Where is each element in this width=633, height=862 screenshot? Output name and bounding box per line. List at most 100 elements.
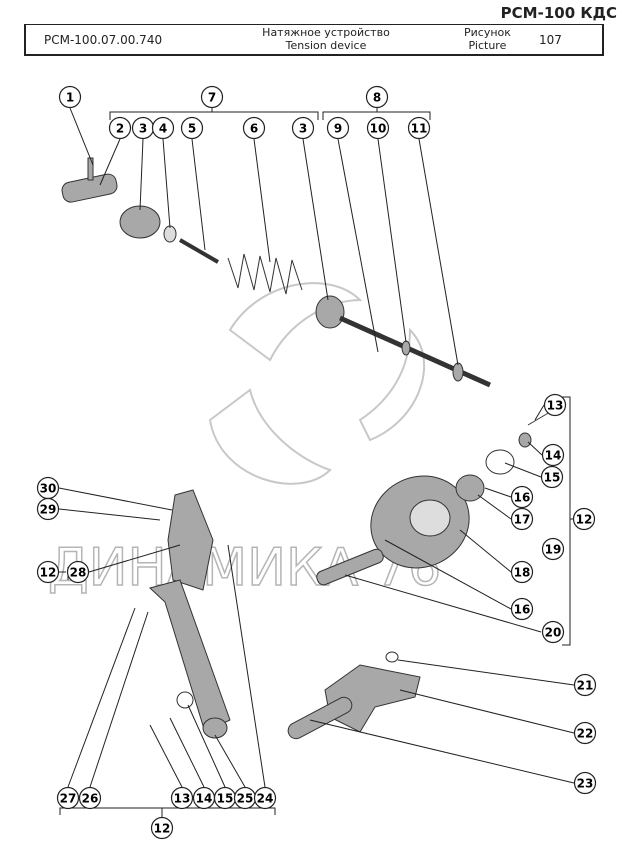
callout-circle: [326, 116, 350, 140]
callout-circle: [543, 393, 567, 417]
callout-circle: [56, 786, 80, 810]
callout-circle: [510, 507, 534, 531]
callout-17: 17: [510, 507, 534, 531]
callout-1: 1: [58, 85, 82, 109]
assembly-title: Натяжное устройство Tension device: [236, 26, 416, 52]
callout-number: 16: [514, 603, 531, 617]
picture-label-en: Picture: [468, 39, 507, 52]
callout-number: 1: [66, 91, 74, 105]
callout-circle: [407, 116, 431, 140]
callout-circle: [541, 443, 565, 467]
callout-19: 19: [541, 537, 565, 561]
callout-26: 26: [78, 786, 102, 810]
callout-number: 28: [70, 566, 87, 580]
part-nut-11: [452, 362, 464, 382]
callout-circle: [36, 560, 60, 584]
callout-number: 4: [159, 122, 167, 136]
part-nut-14: [518, 432, 532, 448]
callout-circle: [151, 116, 175, 140]
callout-circle: [108, 116, 132, 140]
callout-number: 11: [411, 122, 428, 136]
callout-3: 3: [291, 116, 315, 140]
callout-circle: [573, 721, 597, 745]
callout-number: 20: [545, 626, 562, 640]
callout-number: 6: [250, 122, 258, 136]
callout-number: 26: [82, 792, 99, 806]
callout-circle: [540, 465, 564, 489]
callout-22: 22: [573, 721, 597, 745]
callout-23: 23: [573, 771, 597, 795]
callout-number: 15: [217, 792, 234, 806]
callout-number: 13: [547, 399, 564, 413]
title-ru: Натяжное устройство: [262, 26, 390, 39]
callout-number: 24: [257, 792, 274, 806]
callout-5: 5: [180, 116, 204, 140]
callout-16: 16: [510, 597, 534, 621]
callout-21: 21: [573, 673, 597, 697]
part-bolt-5: [178, 238, 220, 264]
callout-29: 29: [36, 497, 60, 521]
part-bolt-1: [87, 157, 94, 181]
callout-number: 19: [545, 543, 562, 557]
callout-24: 24: [253, 786, 277, 810]
callout-number: 12: [154, 822, 171, 836]
callout-circle: [180, 116, 204, 140]
document-code: РСМ-100 КДС: [500, 4, 617, 22]
callout-number: 12: [40, 566, 57, 580]
picture-number: 107: [539, 33, 562, 47]
callout-number: 2: [116, 122, 124, 136]
callout-number: 23: [577, 777, 594, 791]
picture-label-ru: Рисунок: [464, 26, 511, 39]
title-block: РСМ-100.07.00.740 Натяжное устройство Te…: [24, 24, 604, 56]
callout-12: 12: [36, 560, 60, 584]
callout-15: 15: [540, 465, 564, 489]
part-bushing-2: [315, 295, 345, 329]
part-bracket: [167, 489, 214, 591]
callout-27: 27: [56, 786, 80, 810]
callout-number: 16: [514, 491, 531, 505]
callout-number: 5: [188, 122, 196, 136]
callout-circle: [200, 85, 224, 109]
part-cotter-pin: [527, 411, 551, 426]
callout-2: 2: [108, 116, 132, 140]
callout-circle: [510, 560, 534, 584]
title-en: Tension device: [285, 39, 367, 52]
callout-18: 18: [510, 560, 534, 584]
callout-7: 7: [200, 85, 224, 109]
callout-number: 3: [299, 122, 307, 136]
part-circlip: [485, 449, 515, 475]
callout-circle: [572, 507, 596, 531]
callout-number: 14: [196, 792, 213, 806]
callout-12: 12: [572, 507, 596, 531]
callout-8: 8: [365, 85, 389, 109]
callout-11: 11: [407, 116, 431, 140]
part-rod: [338, 315, 492, 388]
callout-9: 9: [326, 116, 350, 140]
part-bearing: [455, 474, 485, 502]
callout-number: 27: [60, 792, 77, 806]
part-axle: [316, 548, 384, 586]
callout-14: 14: [541, 443, 565, 467]
callout-circle: [66, 560, 90, 584]
callout-circle: [541, 620, 565, 644]
part-fork: [61, 173, 118, 203]
callout-3: 3: [131, 116, 155, 140]
callout-number: 12: [576, 513, 593, 527]
callout-number: 10: [370, 122, 387, 136]
callout-13: 13: [170, 786, 194, 810]
callout-15: 15: [213, 786, 237, 810]
callout-number: 22: [577, 727, 594, 741]
callout-14: 14: [192, 786, 216, 810]
parts: [61, 157, 551, 740]
callout-circle: [291, 116, 315, 140]
leader-lines: [38, 107, 575, 818]
callout-number: 17: [514, 513, 531, 527]
callout-circle: [573, 673, 597, 697]
callout-number: 9: [334, 122, 342, 136]
callout-number: 8: [373, 91, 381, 105]
callout-30: 30: [36, 476, 60, 500]
callout-12: 12: [150, 816, 174, 840]
callout-6: 6: [242, 116, 266, 140]
